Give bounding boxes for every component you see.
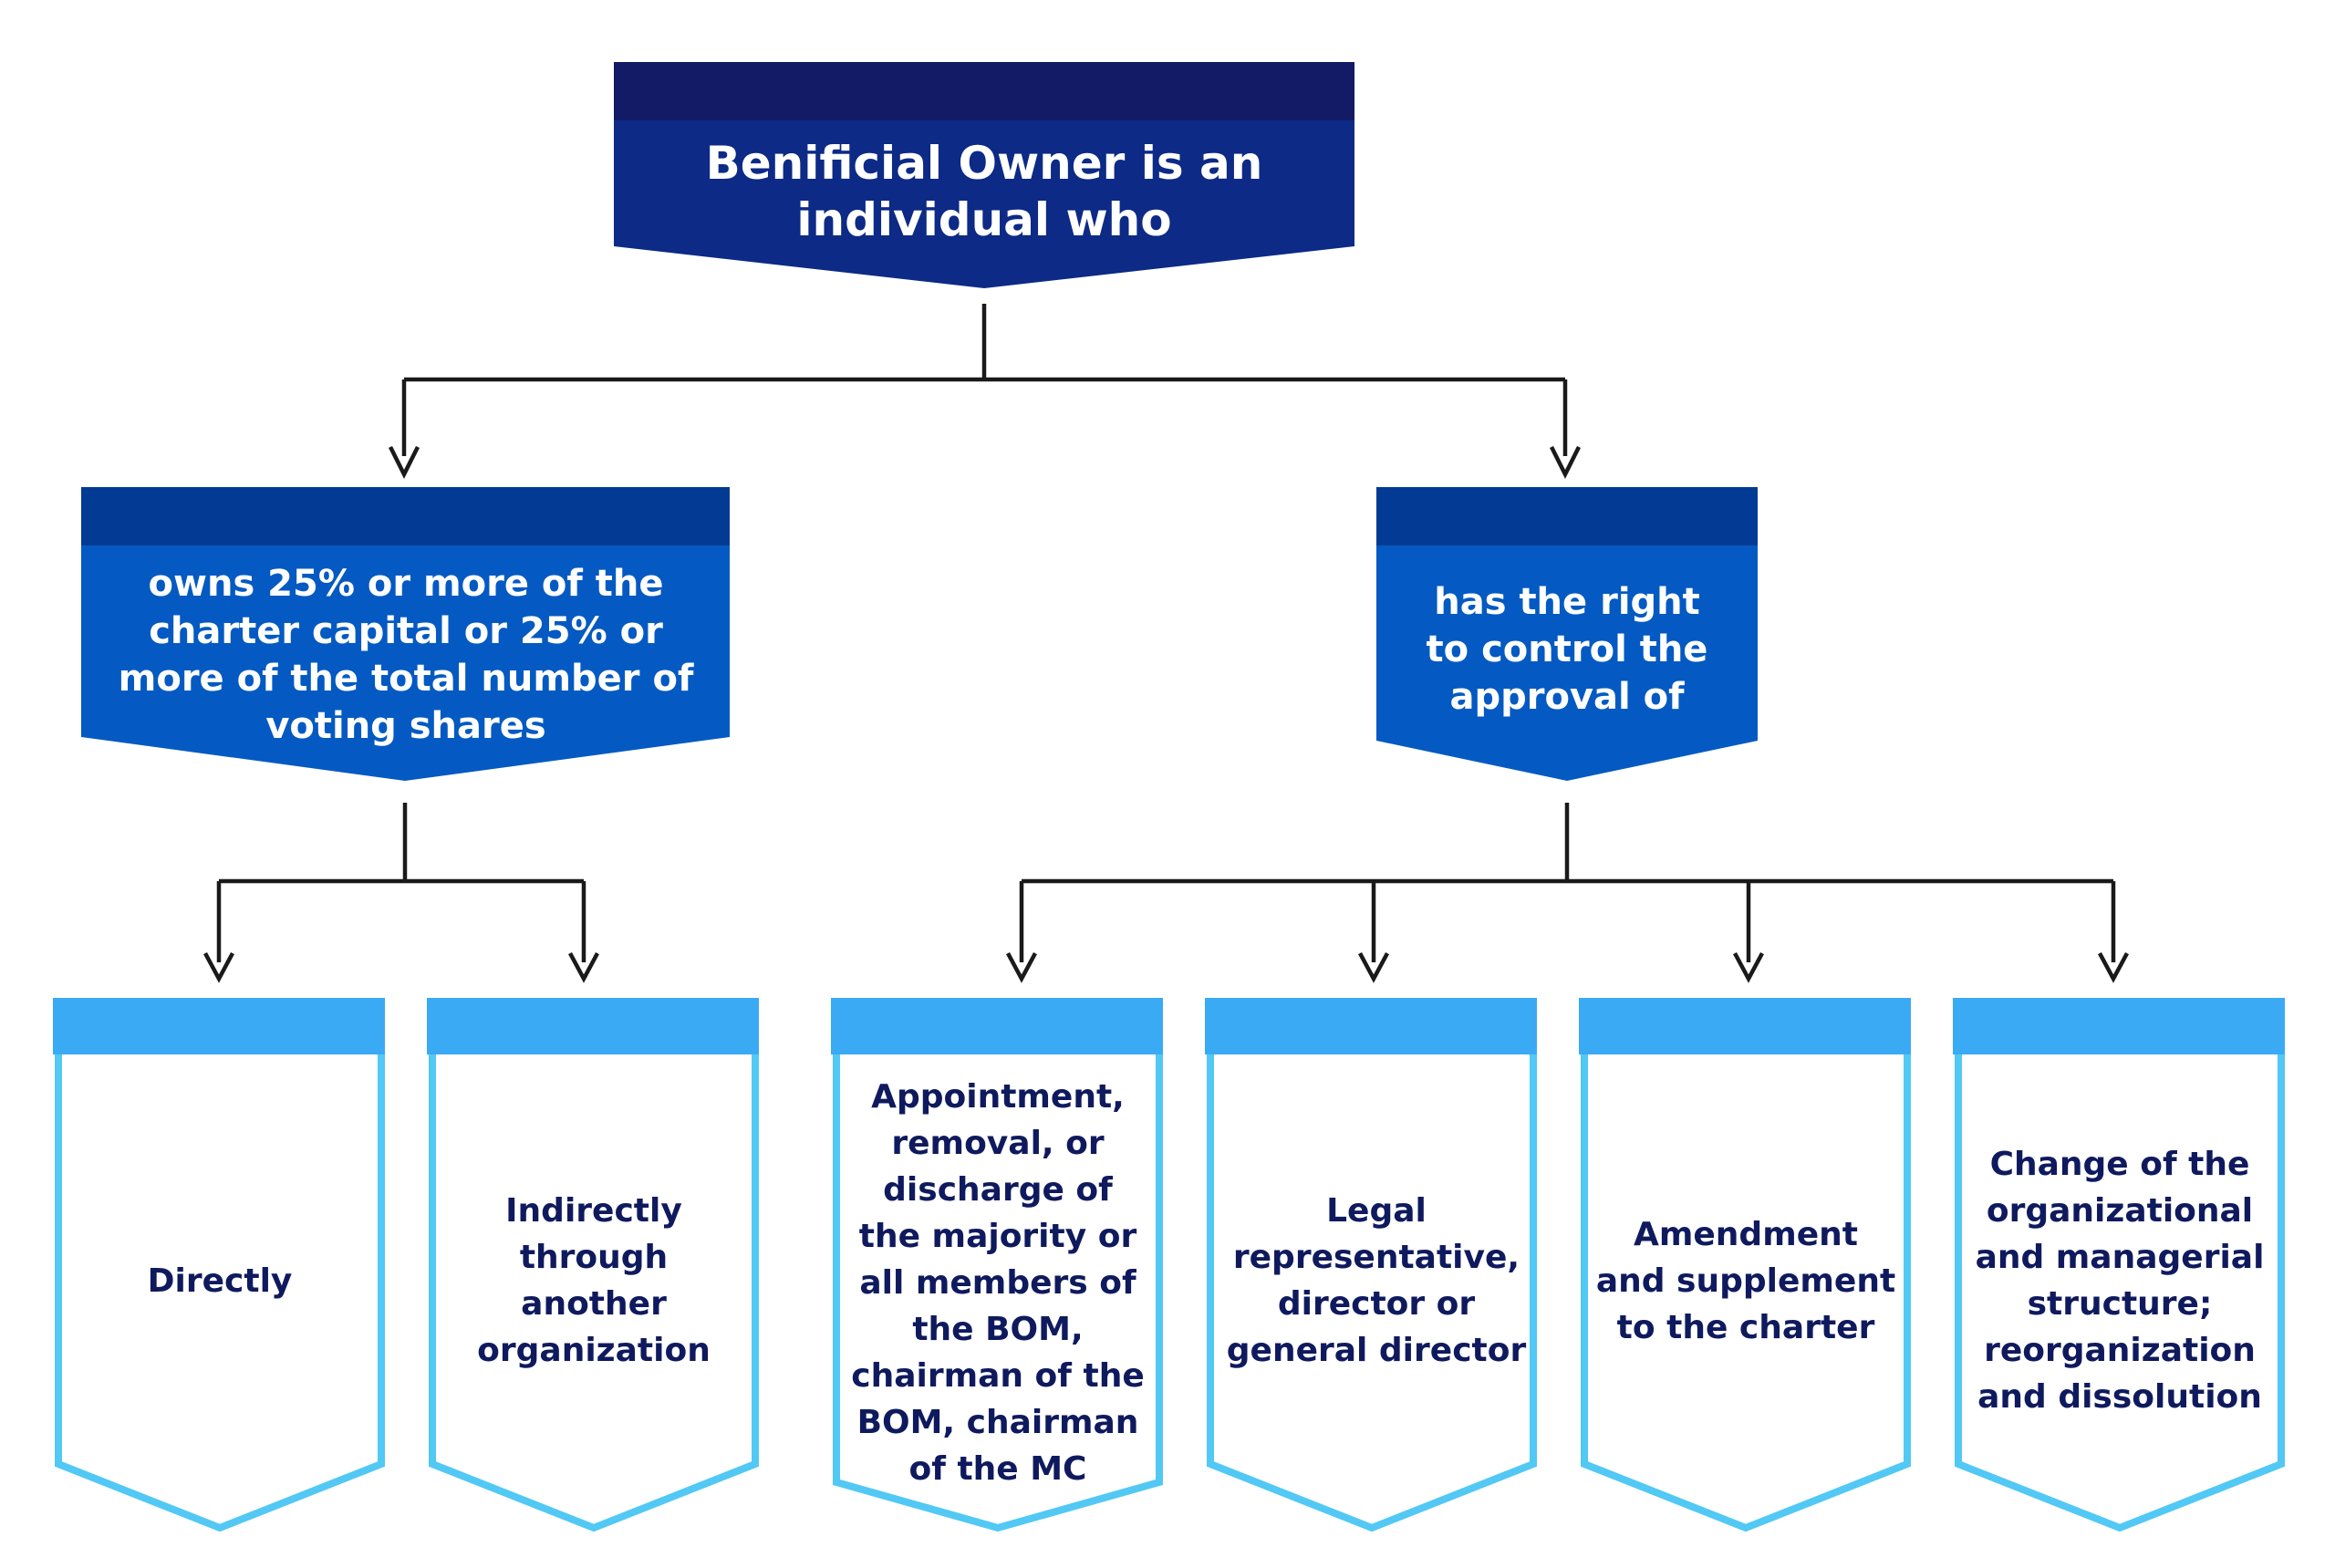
root-connector [388,304,1582,480]
leaf-label-change: Change of the organizational and manager… [1975,1146,2265,1416]
right-box [1376,487,1758,781]
leaf-directly [53,998,385,1532]
left-connector [203,803,599,983]
arrow-to-right [1549,379,1582,480]
leaf-label-directly: Directly [147,1262,293,1300]
arrow-to-left [388,379,420,480]
right-box-band [1376,487,1758,545]
root-box-body [614,119,1354,288]
right-label: has the right to control the approval of [1426,581,1708,718]
root-label: Benificial Owner is an individual who [705,137,1263,246]
leaf-label-appointment: Appointment, removal, or discharge of th… [851,1077,1145,1488]
right-box-body [1376,544,1758,781]
arrow-to-appointment [1006,881,1037,983]
arrow-to-indirectly [568,881,599,983]
leaf-label-indirectly: Indirectly through another organization [477,1192,711,1369]
left-label: owns 25% or more of the charter capital … [118,563,694,747]
arrow-to-directly [203,881,234,983]
right-connector [1006,803,2129,983]
arrow-to-change [2098,881,2129,983]
leaf-legal [1205,998,1537,1532]
root-box [614,62,1354,288]
left-box-body [81,544,730,781]
leaf-label-amendment: Amendment and supplement to the charter [1595,1215,1896,1346]
leaf-label-legal: Legal representative, director or genera… [1226,1192,1527,1369]
leaf-appointment [831,998,1163,1532]
arrow-to-legal [1358,881,1389,983]
leaf-amendment [1579,998,1911,1532]
left-box [81,487,730,781]
leaf-indirectly [427,998,759,1532]
arrow-to-amendment [1733,881,1764,983]
root-box-band [614,62,1354,120]
leaf-change [1953,998,2285,1532]
left-box-band [81,487,730,545]
